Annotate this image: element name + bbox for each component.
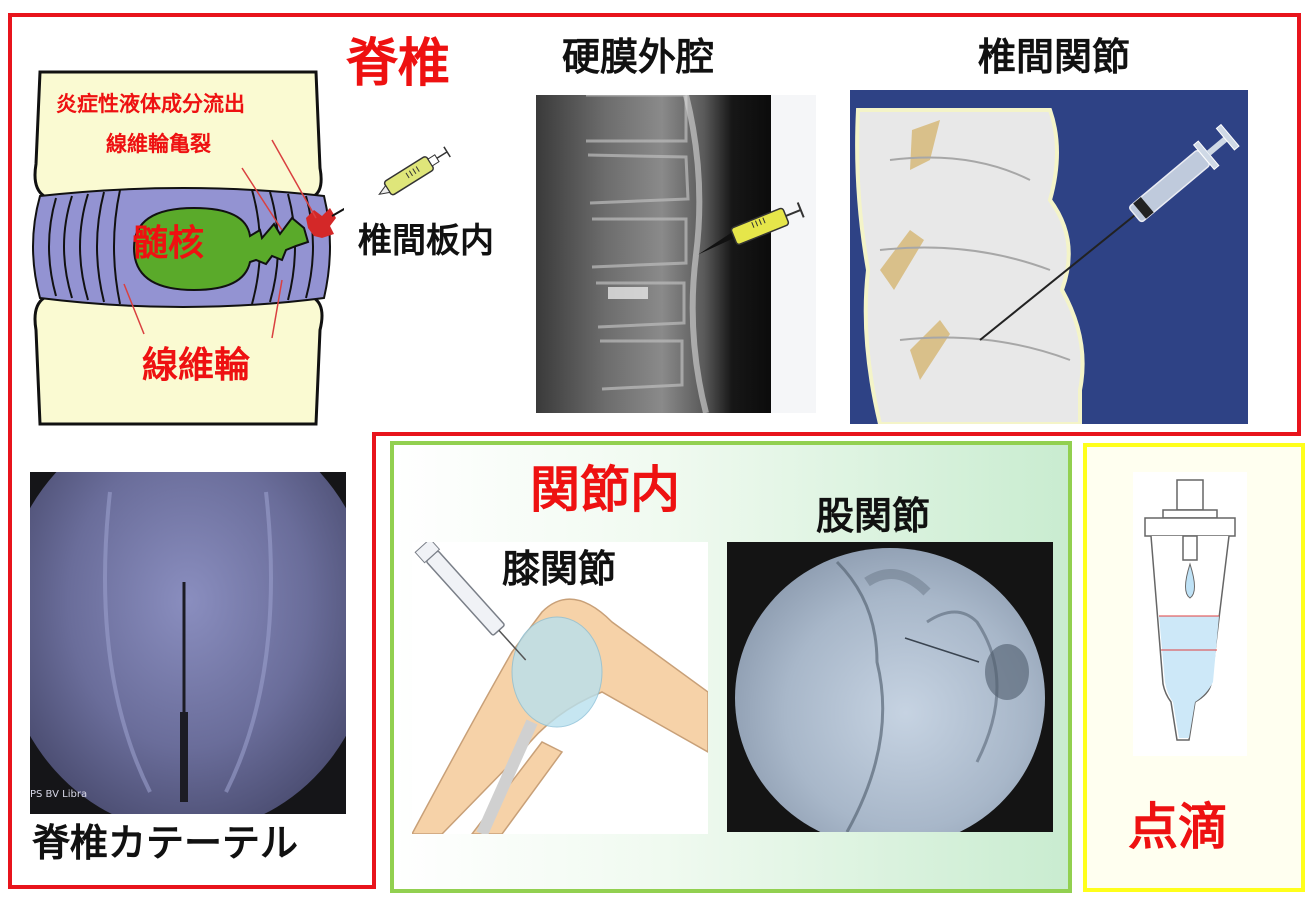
spine-section-title: 脊椎 — [346, 34, 451, 94]
drip-chamber-icon — [1144, 479, 1236, 741]
knee-joint-illustration — [412, 542, 708, 834]
intervertebral-disc-diagram: 炎症性液体成分流出 線維輪亀裂 髄核 線維輪 — [24, 68, 385, 426]
iv-drip-title: 点滴 — [1128, 798, 1228, 856]
spinal-catheter-title: 脊椎カテーテル — [32, 821, 299, 865]
label-nucleus-pulposus: 髄核 — [132, 223, 205, 264]
fluoroscope-watermark: PS BV Libra — [30, 789, 88, 800]
label-inflammatory-fluid: 炎症性液体成分流出 — [56, 92, 245, 116]
label-annulus-fibrosus: 線維輪 — [142, 345, 251, 386]
facet-joint-title: 椎間関節 — [978, 35, 1131, 79]
hip-joint-title: 股関節 — [816, 494, 931, 538]
label-annulus-tear: 線維輪亀裂 — [106, 132, 211, 156]
hip-joint-fluoroscopy-image — [727, 542, 1053, 832]
label-intradiscal: 椎間板内 — [358, 221, 494, 261]
knee-joint-title: 膝関節 — [502, 547, 617, 591]
intra-articular-title: 関節内 — [530, 461, 680, 519]
drip-chamber-illustration — [1133, 472, 1247, 756]
spinal-catheter-fluoroscopy-image: PS BV Libra — [30, 472, 346, 814]
disc-illustration-icon — [32, 70, 385, 426]
epidural-title: 硬膜外腔 — [562, 35, 715, 79]
epidural-xray-image — [536, 95, 816, 413]
facet-joint-illustration — [850, 90, 1248, 424]
syringe-icon — [362, 140, 462, 210]
